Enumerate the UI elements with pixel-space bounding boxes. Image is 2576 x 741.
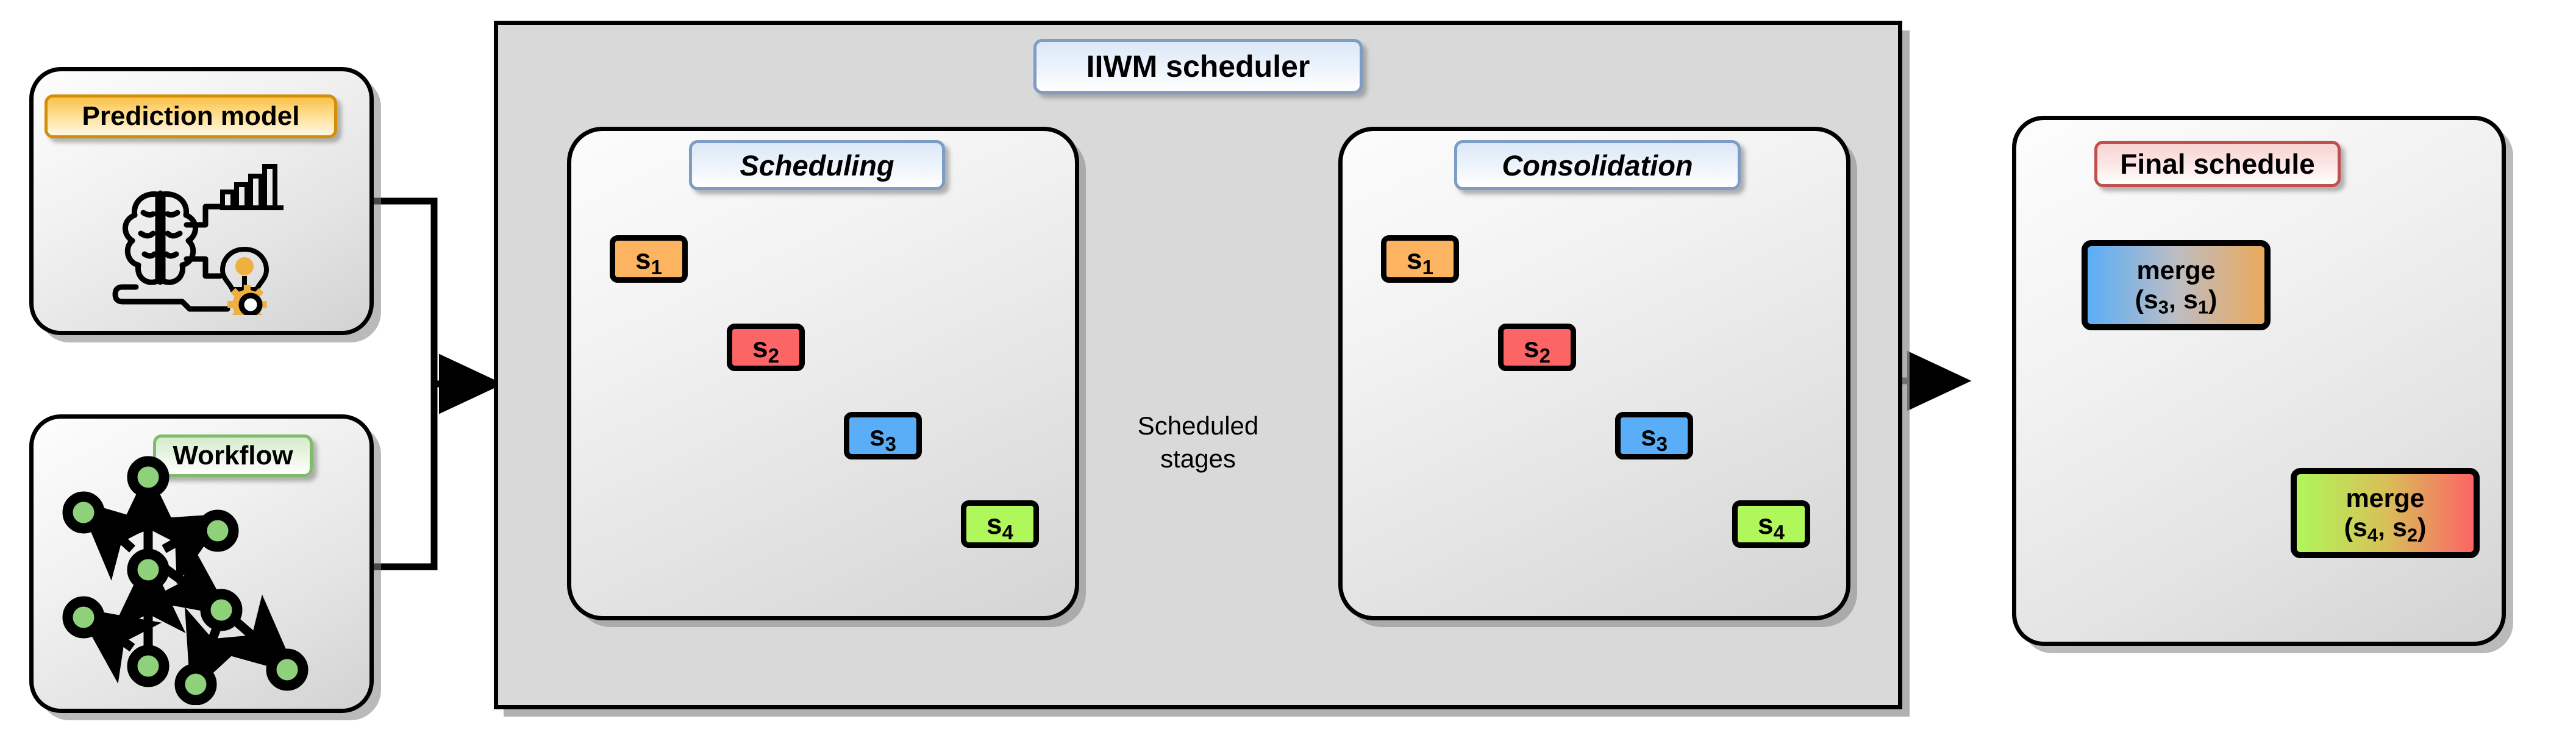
merge-word-s3-s1: merge xyxy=(2136,255,2216,285)
prediction-model-label-pill: Prediction model xyxy=(45,94,337,138)
final-schedule-label: Final schedule xyxy=(2120,148,2315,180)
workflow-label-pill: Workflow xyxy=(153,434,313,477)
stage-label-s4: s4 xyxy=(987,508,1013,544)
merge-box-s4-s2[interactable]: merge (s4, s2) xyxy=(2291,468,2480,558)
brain-ai-icon xyxy=(112,164,284,315)
stage-box-s1[interactable]: s1 xyxy=(610,235,688,283)
stage-box-s4[interactable]: s4 xyxy=(961,500,1039,548)
consolidation-stage-box-s1[interactable]: s1 xyxy=(1381,235,1459,283)
scheduling-label-pill: Scheduling xyxy=(689,140,945,190)
prediction-model-label: Prediction model xyxy=(82,101,300,131)
iiwm-scheduler-label-pill: IIWM scheduler xyxy=(1033,39,1363,94)
consolidation-label-pill: Consolidation xyxy=(1454,140,1741,190)
final-schedule-label-pill: Final schedule xyxy=(2094,141,2341,187)
scheduled-stages-text: Scheduled stages xyxy=(1137,411,1259,473)
consolidation-stage-box-s4[interactable]: s4 xyxy=(1732,500,1810,548)
dag-graph-icon xyxy=(62,456,309,705)
consolidation-stage-label-s3: s3 xyxy=(1641,420,1668,456)
consolidation-stage-box-s3[interactable]: s3 xyxy=(1615,412,1693,459)
stage-box-s2[interactable]: s2 xyxy=(727,324,805,371)
inputs-bus-connector xyxy=(373,197,504,570)
merge-box-s3-s1[interactable]: merge (s3, s1) xyxy=(2082,240,2271,330)
merge-args-s3-s1: (s3, s1) xyxy=(2135,285,2217,318)
merge-args-s4-s2: (s4, s2) xyxy=(2344,513,2427,546)
stage-label-s2: s2 xyxy=(752,332,779,367)
consolidation-stage-label-s4: s4 xyxy=(1758,508,1785,544)
consolidation-stage-label-s1: s1 xyxy=(1407,243,1433,279)
merge-word-s4-s2: merge xyxy=(2346,483,2425,513)
final-schedule-card[interactable]: Final schedule xyxy=(2012,116,2506,646)
stage-box-s3[interactable]: s3 xyxy=(844,412,922,459)
stage-label-s1: s1 xyxy=(635,243,662,279)
consolidation-stage-label-s2: s2 xyxy=(1524,332,1550,367)
iiwm-scheduler-label: IIWM scheduler xyxy=(1086,49,1310,83)
prediction-model-card[interactable]: Prediction model xyxy=(29,67,374,335)
stage-label-s3: s3 xyxy=(869,420,896,456)
consolidation-stage-box-s2[interactable]: s2 xyxy=(1498,324,1576,371)
workflow-card[interactable]: Workflow xyxy=(29,414,374,713)
scheduling-label: Scheduling xyxy=(740,149,894,182)
consolidation-label: Consolidation xyxy=(1502,149,1693,182)
workflow-label: Workflow xyxy=(173,441,293,470)
